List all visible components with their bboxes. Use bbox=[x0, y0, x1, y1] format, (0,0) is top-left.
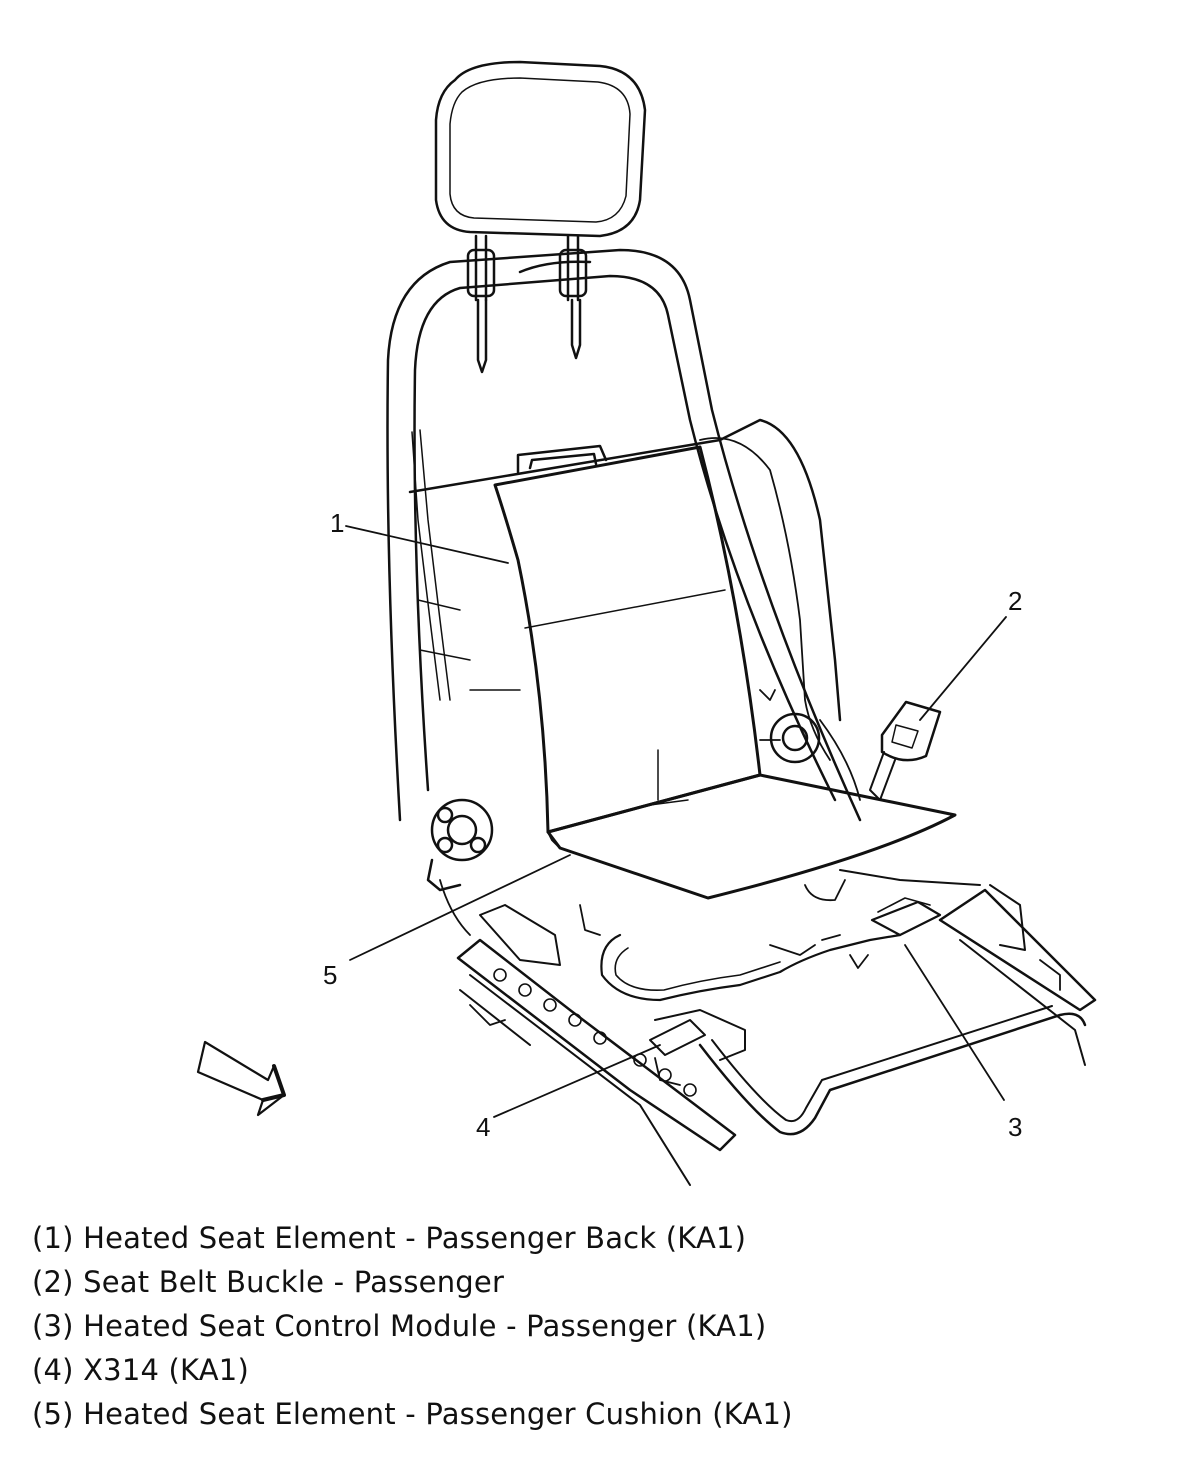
leader-lines bbox=[345, 525, 1007, 1118]
legend-item-5: (5) Heated Seat Element - Passenger Cush… bbox=[32, 1397, 793, 1431]
seat-diagram: 1 2 3 4 5 bbox=[196, 60, 1097, 1186]
seat-back-frame bbox=[386, 248, 862, 936]
heated-seat-back-element bbox=[493, 445, 762, 834]
callout-legend: (1) Heated Seat Element - Passenger Back… bbox=[32, 1216, 1182, 1436]
callout-1: 1 bbox=[330, 508, 344, 538]
seat-tracks bbox=[456, 869, 1097, 1186]
callout-2: 2 bbox=[1008, 586, 1022, 616]
legend-item-4: (4) X314 (KA1) bbox=[32, 1353, 249, 1387]
callout-3: 3 bbox=[1008, 1112, 1022, 1142]
callout-5: 5 bbox=[323, 960, 337, 990]
callout-4: 4 bbox=[476, 1112, 490, 1142]
leader-line-1 bbox=[345, 525, 509, 564]
legend-item-2: (2) Seat Belt Buckle - Passenger bbox=[32, 1265, 505, 1299]
leader-line-5 bbox=[349, 854, 571, 961]
leader-line-4 bbox=[493, 1044, 661, 1118]
headrest bbox=[434, 60, 647, 374]
heated-seat-cushion-element bbox=[546, 773, 957, 900]
leader-line-2 bbox=[919, 616, 1007, 721]
seat-belt-buckle bbox=[869, 700, 942, 801]
legend-item-1: (1) Heated Seat Element - Passenger Back… bbox=[32, 1221, 747, 1255]
front-direction-arrow-icon bbox=[196, 1040, 286, 1117]
legend-item-3: (3) Heated Seat Control Module - Passeng… bbox=[32, 1309, 767, 1343]
leader-line-3 bbox=[904, 944, 1005, 1101]
callout-numbers: 1 2 3 4 5 bbox=[323, 508, 1022, 1142]
